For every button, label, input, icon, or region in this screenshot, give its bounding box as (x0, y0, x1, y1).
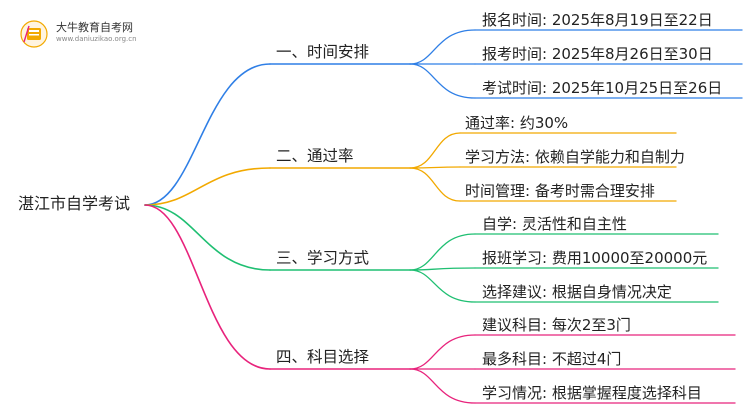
branch-3-leaf-2-connector (409, 267, 476, 271)
root-topic: 湛江市自学考试 (18, 194, 131, 213)
site-logo[interactable]: 大牛教育自考网 www.daniuzikao.org.cn (20, 18, 180, 52)
branch-subject-choice: 四、科目选择 (276, 348, 370, 366)
root-to-branch-3-connector (144, 204, 271, 271)
branch-2-leaf-3-connector (409, 167, 461, 202)
logo-site-name: 大牛教育自考网 (56, 21, 133, 34)
branch-1-leaf-3-connector (409, 63, 476, 99)
branch-3-leaf-3-connector (409, 269, 476, 303)
leaf-max-subjects: 最多科目: 不超过4门 (482, 350, 622, 368)
leaf-study-approach: 学习方法: 依赖自学能力和自制力 (465, 148, 685, 166)
branch-1-leaf-1-connector (409, 29, 476, 65)
root-to-branch-4-connector (144, 204, 271, 370)
book-logo-icon (20, 20, 48, 48)
logo-site-url: www.daniuzikao.org.cn (56, 35, 137, 43)
branch-pass-rate: 二、通过率 (276, 147, 354, 165)
root-to-branch-2-connector (144, 167, 271, 206)
leaf-registration-time: 报名时间: 2025年8月19日至22日 (482, 11, 713, 29)
leaf-application-time: 报考时间: 2025年8月26日至30日 (482, 45, 713, 63)
leaf-study-status: 学习情况: 根据掌握程度选择科目 (482, 384, 702, 402)
leaf-self-study: 自学: 灵活性和自主性 (482, 215, 627, 233)
branch-3-leaf-1-connector (409, 233, 476, 271)
leaf-suggested-subjects: 建议科目: 每次2至3门 (482, 316, 631, 334)
branch-2-leaf-1-connector (409, 132, 461, 169)
root-to-branch-1-connector (144, 63, 271, 206)
branch-4-leaf-3-connector (409, 368, 476, 404)
leaf-class-study: 报班学习: 费用10000至20000元 (482, 249, 708, 267)
leaf-time-management: 时间管理: 备考时需合理安排 (465, 182, 655, 200)
branch-time-schedule: 一、时间安排 (276, 43, 370, 61)
branch-4-leaf-1-connector (409, 334, 476, 370)
leaf-choice-advice: 选择建议: 根据自身情况决定 (482, 283, 672, 301)
branch-study-method: 三、学习方式 (276, 249, 370, 267)
leaf-pass-rate: 通过率: 约30% (465, 114, 569, 132)
leaf-exam-time: 考试时间: 2025年10月25日至26日 (482, 79, 723, 97)
